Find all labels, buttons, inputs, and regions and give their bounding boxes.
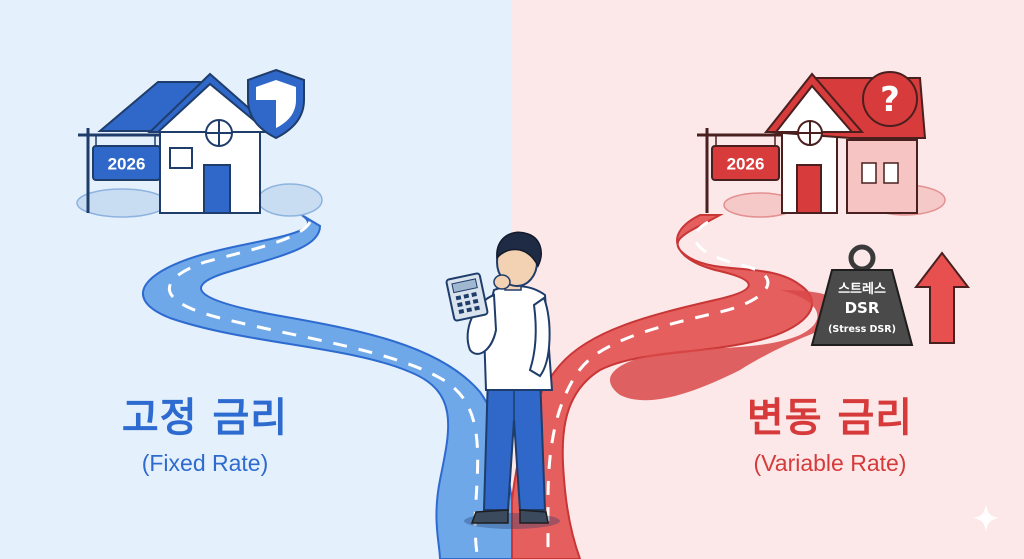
weight-label-abbr: DSR: [845, 299, 880, 317]
variable-year-sign: 2026: [697, 128, 782, 213]
variable-road: [511, 214, 850, 559]
fixed-year-sign: 2026: [78, 128, 161, 213]
variable-rate-title: 변동 금리: [746, 395, 914, 441]
calculator-icon: [445, 272, 489, 322]
shield-icon: [247, 68, 305, 140]
variable-rate-subtitle: (Variable Rate): [753, 450, 907, 476]
fixed-rate-subtitle: (Fixed Rate): [141, 450, 269, 476]
variable-sign-year: 2026: [727, 155, 765, 174]
variable-rate-label: 변동 금리 (Variable Rate): [700, 392, 960, 478]
sparkle-icon: [973, 504, 999, 532]
weight-label-ko: 스트레스: [838, 282, 886, 297]
fixed-sign-year: 2026: [108, 155, 146, 174]
svg-text:?: ?: [880, 80, 900, 120]
fixed-road: [142, 213, 513, 559]
fixed-rate-title: 고정 금리: [121, 395, 289, 441]
stress-dsr-weight: 스트레스 DSR (Stress DSR): [810, 244, 914, 346]
question-mark-icon: ?: [862, 71, 918, 127]
fixed-rate-label: 고정 금리 (Fixed Rate): [90, 392, 320, 478]
person-with-calculator: [445, 231, 560, 529]
weight-label-en: (Stress DSR): [828, 324, 896, 335]
arrow-up-icon: [913, 251, 971, 344]
